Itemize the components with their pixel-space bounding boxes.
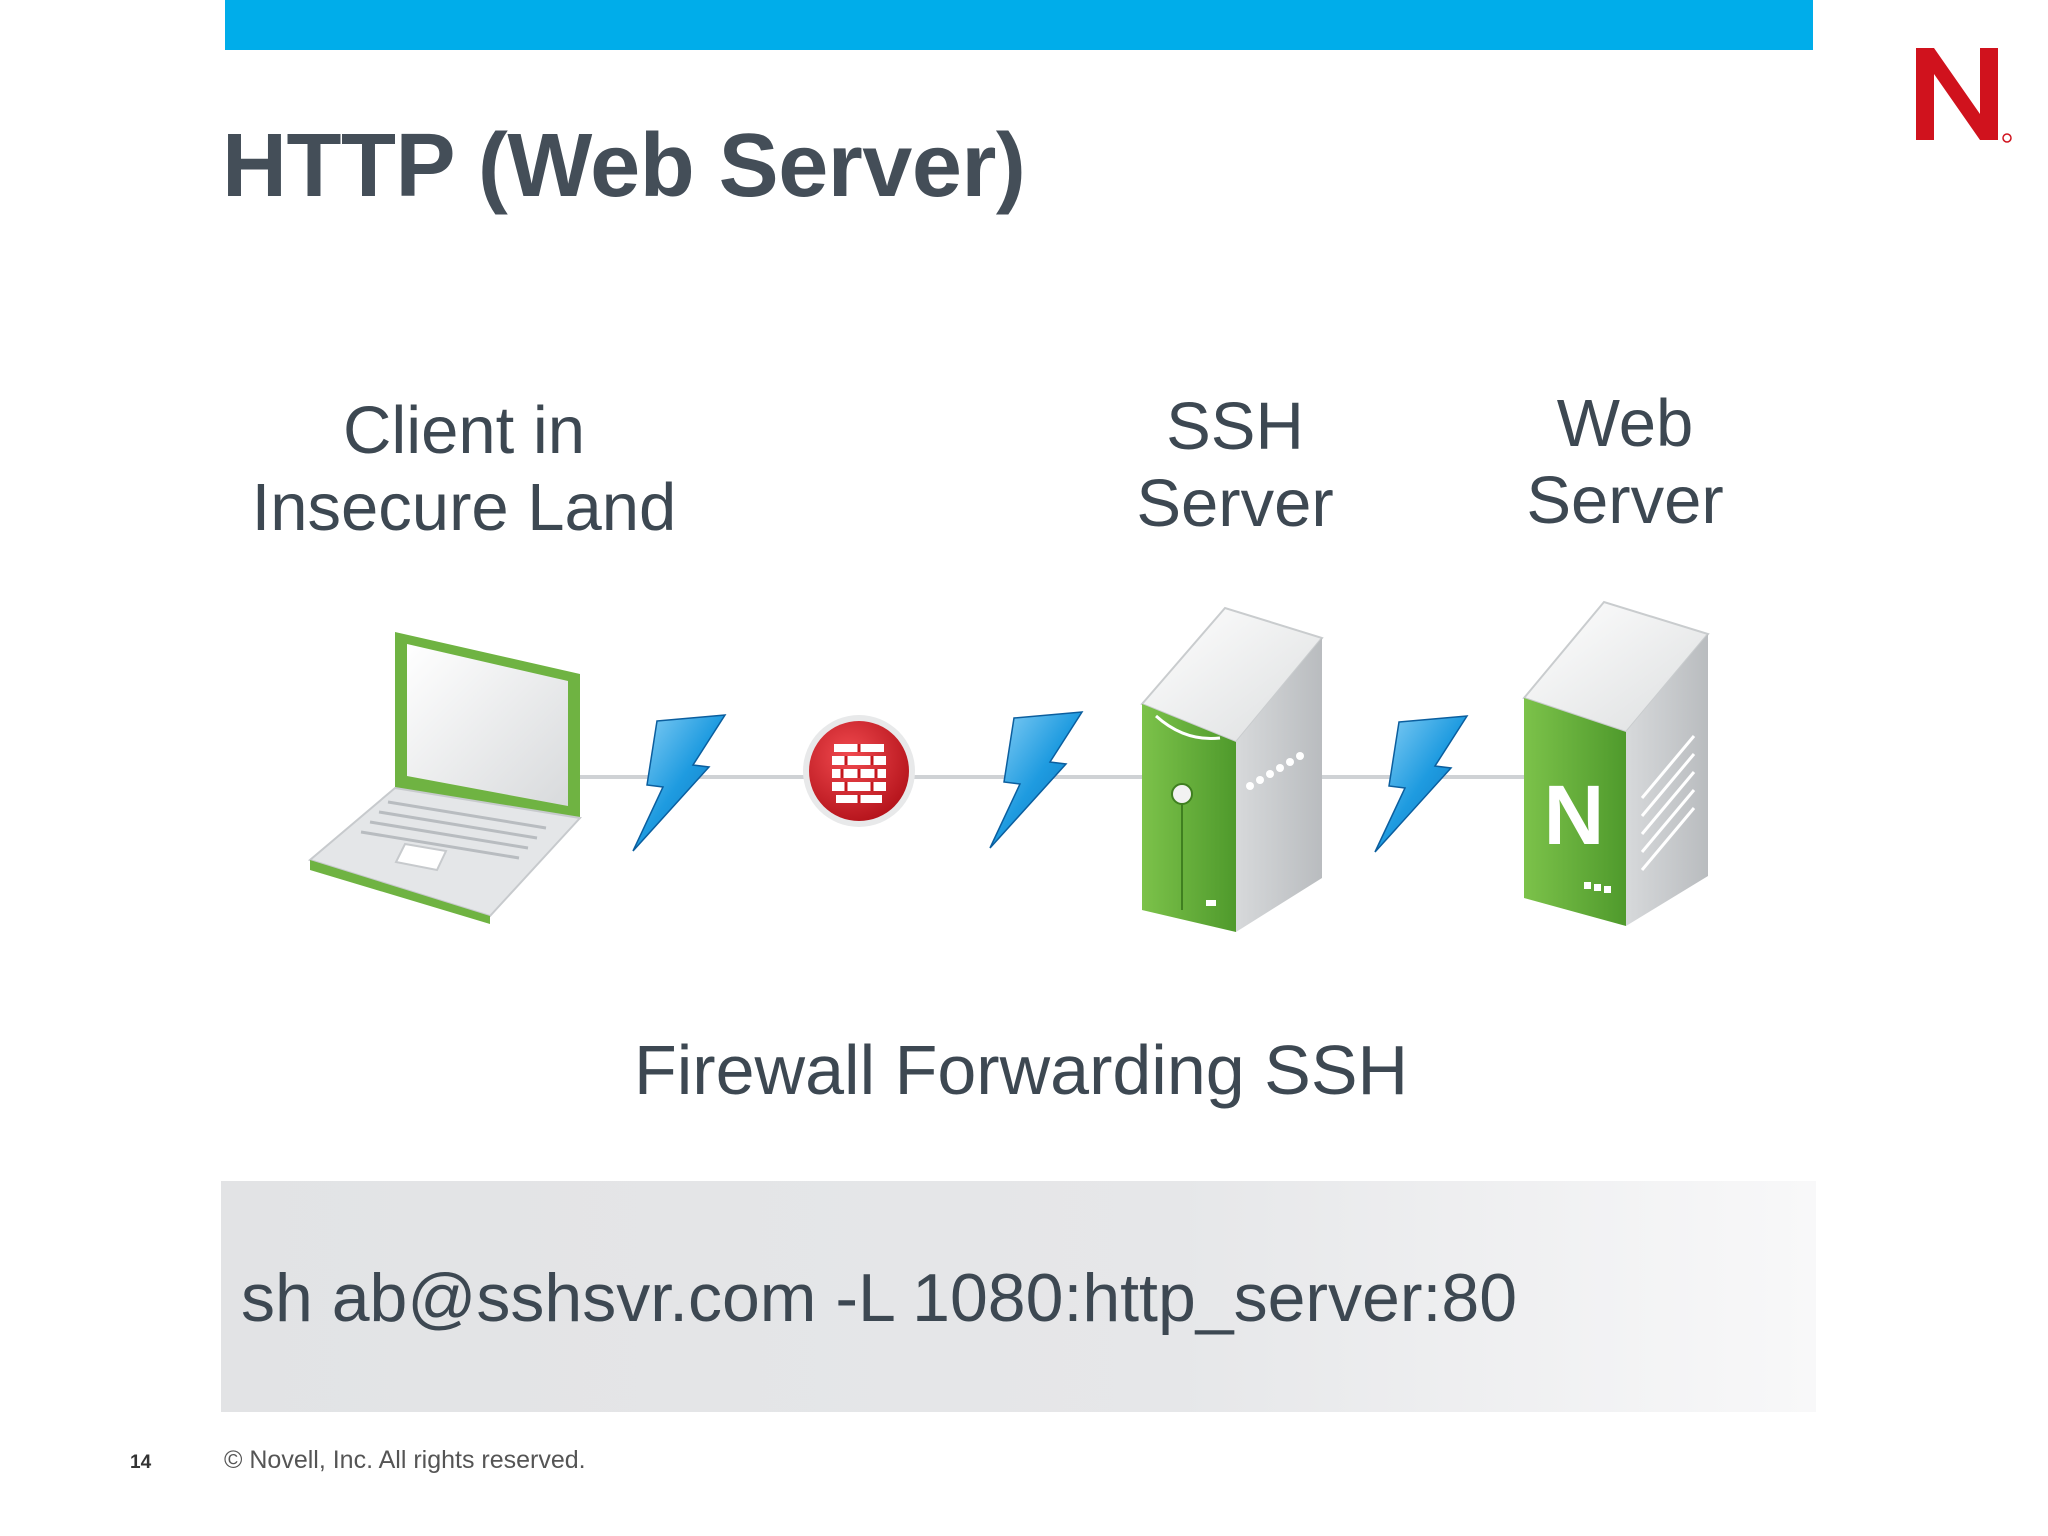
ssh-command: sh ab@sshsvr.com -L 1080:http_server:80: [241, 1260, 1518, 1336]
ssh-server-label: SSH Server: [1120, 388, 1350, 542]
accent-bar: [225, 0, 1813, 50]
logo-n-shape: [1916, 48, 1998, 140]
page-number: 14: [130, 1452, 152, 1473]
copyright-notice: © Novell, Inc. All rights reserved.: [224, 1446, 586, 1474]
client-label-line-2: Insecure Land: [251, 470, 677, 545]
client-label-line-1: Client in: [342, 393, 586, 468]
network-diagram: N: [307, 600, 1710, 932]
slide-title: HTTP (Web Server): [222, 116, 1026, 216]
lightning-bolt-icon: [1374, 715, 1469, 853]
client-label: Client in Insecure Land: [240, 392, 688, 546]
novell-server-icon: N: [1522, 600, 1710, 926]
web-server-label-line-2: Server: [1526, 463, 1724, 538]
firewall-icon: [803, 715, 915, 827]
ssh-server-label-line-1: SSH: [1166, 389, 1304, 464]
laptop-icon: [307, 632, 582, 924]
server-icon: [1140, 606, 1324, 932]
web-server-label-line-1: Web: [1556, 386, 1694, 461]
diagram-caption: Firewall Forwarding SSH: [634, 1031, 1409, 1109]
command-panel: sh ab@sshsvr.com -L 1080:http_server:80: [221, 1181, 1816, 1412]
server-n-glyph: N: [1544, 768, 1605, 862]
lightning-bolt-icon: [632, 714, 727, 852]
ssh-server-label-line-2: Server: [1136, 466, 1334, 541]
web-server-label: Web Server: [1510, 385, 1740, 539]
lightning-bolt-icon: [989, 711, 1084, 849]
novell-n-logo: [1916, 48, 2012, 143]
logo-registered-mark: [2002, 133, 2012, 143]
